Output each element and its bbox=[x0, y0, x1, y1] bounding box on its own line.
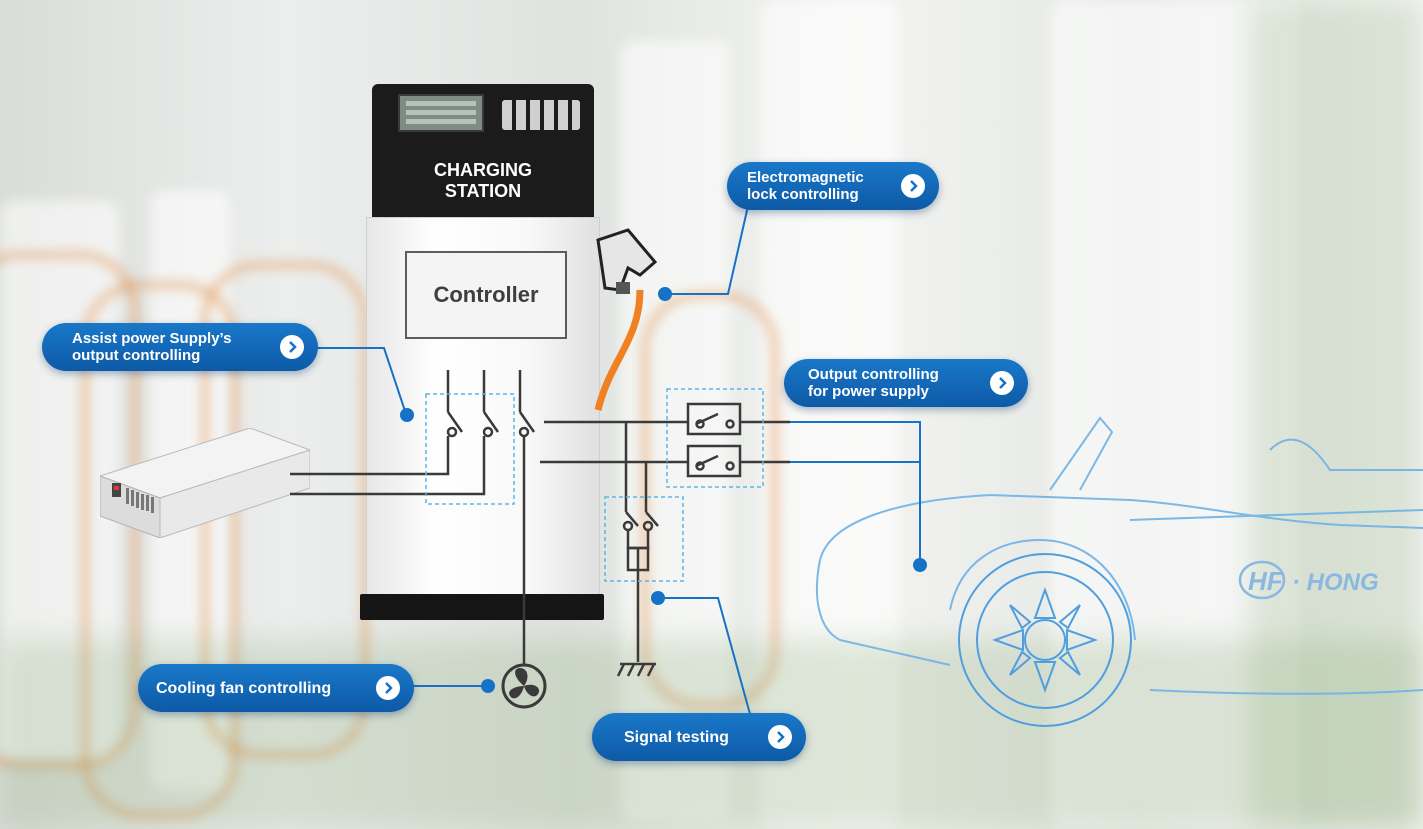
station-base bbox=[360, 594, 604, 620]
arrow-right-icon bbox=[768, 725, 792, 749]
car-logo: HF · HONG bbox=[1238, 560, 1379, 600]
arrow-right-icon bbox=[901, 174, 925, 198]
signal-dot bbox=[651, 591, 665, 605]
station-title: CHARGING STATION bbox=[372, 160, 594, 202]
electromagnetic-lock-line1: Electromagnetic bbox=[747, 169, 864, 186]
output-relay-box bbox=[666, 388, 764, 488]
station-display bbox=[398, 94, 484, 132]
fan-icon bbox=[501, 663, 547, 709]
controller-label: Controller bbox=[433, 282, 539, 307]
signal-testing-callout[interactable]: Signal testing bbox=[592, 713, 806, 761]
car-outline bbox=[816, 416, 1423, 695]
ground-icon bbox=[616, 662, 656, 677]
output-power-line1: Output controlling bbox=[808, 366, 939, 383]
assist-power-line2: output controlling bbox=[72, 347, 201, 364]
cooling-fan-callout[interactable]: Cooling fan controlling bbox=[138, 664, 414, 712]
electromagnetic-lock-line2: lock controlling bbox=[747, 186, 859, 203]
arrow-right-icon bbox=[280, 335, 304, 359]
car-logo-text: HF bbox=[1248, 566, 1284, 596]
arrow-right-icon bbox=[376, 676, 400, 700]
lock-leader-line bbox=[665, 205, 749, 295]
signal-leader-line bbox=[658, 597, 751, 715]
output-dot bbox=[913, 558, 927, 572]
arrow-right-icon bbox=[990, 371, 1014, 395]
lock-dot bbox=[658, 287, 672, 301]
assist-power-switch-box bbox=[425, 393, 515, 505]
electromagnetic-lock-callout[interactable]: Electromagnetic lock controlling bbox=[727, 162, 939, 210]
charging-gun-icon bbox=[596, 228, 658, 294]
assist-power-line1: Assist power Supply’s bbox=[72, 330, 232, 347]
assist-leader-line bbox=[316, 347, 407, 415]
power-supply-unit bbox=[100, 428, 310, 538]
car-wheel-icon bbox=[958, 553, 1132, 727]
output-power-line2: for power supply bbox=[808, 383, 929, 400]
signal-switch-box bbox=[604, 496, 684, 582]
output-power-callout[interactable]: Output controlling for power supply bbox=[784, 359, 1028, 407]
signal-testing-label: Signal testing bbox=[624, 728, 729, 746]
station-title-line2: STATION bbox=[444, 181, 522, 201]
output-leader-line-1 bbox=[790, 421, 921, 565]
station-keypad bbox=[502, 100, 580, 130]
car-brand-text: · HONG bbox=[1292, 569, 1379, 596]
controller-box: Controller bbox=[405, 251, 567, 339]
assist-power-callout[interactable]: Assist power Supply’s output controlling bbox=[42, 323, 318, 371]
station-title-line1: CHARGING bbox=[434, 160, 532, 180]
fan-dot bbox=[481, 679, 495, 693]
assist-dot bbox=[400, 408, 414, 422]
cooling-fan-label: Cooling fan controlling bbox=[156, 679, 332, 697]
